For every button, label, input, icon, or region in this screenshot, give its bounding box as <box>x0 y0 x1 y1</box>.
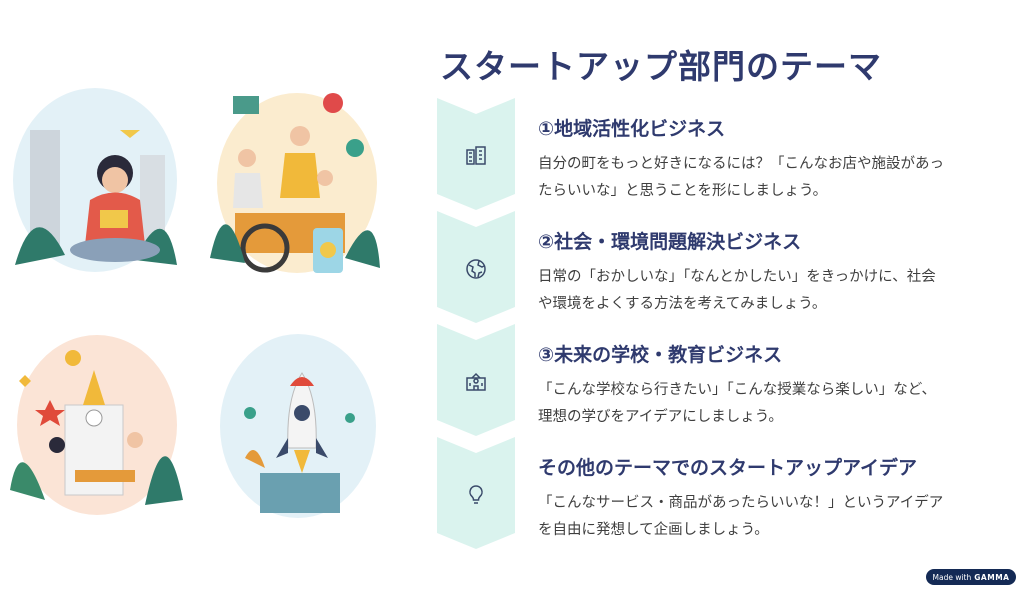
school-icon <box>466 372 486 391</box>
theme-description: 日常の「おかしいな」「なんとかしたい」をきっかけに、社会や環境をよくする方法を考… <box>538 269 936 312</box>
globe-icon <box>466 259 486 279</box>
illustration-rocket <box>220 334 376 518</box>
theme-description: 「こんなサービス・商品があったらいいな！」というアイデアを自由に発想して企画しま… <box>538 495 944 538</box>
illustration-school-building <box>10 335 183 515</box>
chevron-step-3 <box>437 324 515 442</box>
chevron-step-1 <box>437 98 515 216</box>
theme-heading: ①地域活性化ビジネス <box>538 118 726 140</box>
illustration-reading-person <box>13 88 177 272</box>
page-title: スタートアップ部門のテーマ <box>440 47 882 86</box>
theme-description: 自分の町をもっと好きになるには？「こんなお店や施設があったらいいな」と思うことを… <box>538 156 944 199</box>
building-icon <box>466 146 486 165</box>
theme-heading: その他のテーマでのスタートアップアイデア <box>538 457 918 479</box>
illustration-team-collaboration <box>210 93 380 273</box>
theme-heading: ③未来の学校・教育ビジネス <box>538 344 783 366</box>
chevron-step-2 <box>437 211 515 329</box>
chevron-step-4 <box>437 437 515 555</box>
lightbulb-icon <box>469 485 483 504</box>
theme-description: 「こんな学校なら行きたい」「こんな授業なら楽しい」など、理想の学びをアイデアにし… <box>538 382 937 425</box>
theme-heading: ②社会・環境問題解決ビジネス <box>538 231 802 253</box>
